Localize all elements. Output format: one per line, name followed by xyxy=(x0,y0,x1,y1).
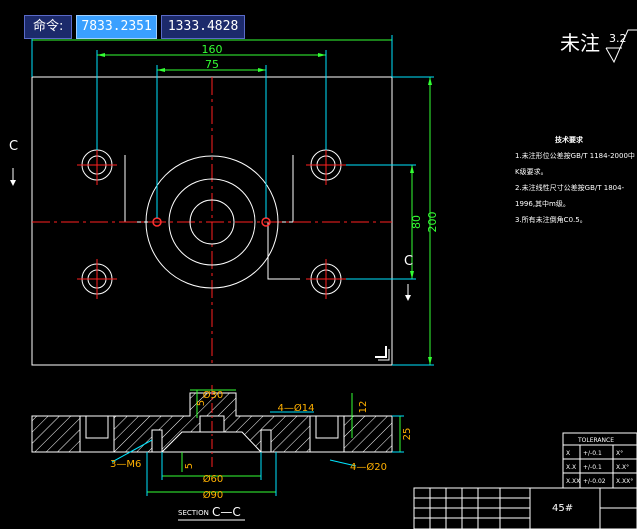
svg-text:X: X xyxy=(566,450,570,457)
notes-title: 技术要求 xyxy=(555,136,583,144)
svg-text:+/-0.1: +/-0.1 xyxy=(583,450,602,457)
boss-outer-circle xyxy=(145,155,279,289)
dim-counterbore-depth: 12 xyxy=(358,401,369,414)
section-dimensions: Ø30 5 4—Ø14 12 25 3—M6 5 Ø60 Ø90 4—Ø20 xyxy=(110,389,413,501)
dim-overall-height: 200 xyxy=(426,212,439,233)
roughness-symbol: 未注 3.2 xyxy=(560,29,637,64)
corner-mark xyxy=(375,346,387,358)
title-block: 45# xyxy=(413,487,637,529)
dim-counterbore: 4—Ø14 xyxy=(278,402,315,414)
section-mark-right: C xyxy=(404,254,413,269)
coord-x-input[interactable]: 7833.2351 xyxy=(76,15,157,39)
svg-text:+/-0.02: +/-0.02 xyxy=(583,478,606,485)
svg-text:X°: X° xyxy=(616,450,623,457)
section-title: C—C xyxy=(212,505,241,519)
roughness-note: 未注 xyxy=(560,31,600,55)
note-item: 1.未注形位公差按GB/T 1184-2000中K级要求。 xyxy=(515,152,635,176)
dim-inner-height: 80 xyxy=(410,215,423,229)
tolerance-table: TOLERANCE X +/-0.1 X° X.X +/-0.1 X.X° X.… xyxy=(562,432,637,489)
roughness-value: 3.2 xyxy=(609,32,627,45)
dim-mid-dia: Ø60 xyxy=(203,473,224,485)
plan-notch-right xyxy=(267,155,300,280)
section-mark-left: C xyxy=(9,139,18,154)
command-bar: 命令: 7833.2351 1333.4828 xyxy=(24,15,246,39)
svg-text:X.XX°: X.XX° xyxy=(616,478,633,485)
section-view xyxy=(31,385,393,470)
command-label: 命令: xyxy=(24,15,73,39)
svg-text:+/-0.1: +/-0.1 xyxy=(583,464,602,471)
boss-mid-circle xyxy=(168,178,256,266)
plan-view xyxy=(31,76,393,366)
plan-notch-left xyxy=(124,155,150,223)
technical-requirements: 技术要求 1.未注形位公差按GB/T 1184-2000中K级要求。 2.未注线… xyxy=(515,132,635,228)
corner-hole-bl xyxy=(77,259,117,299)
corner-hole-tr xyxy=(306,145,346,185)
dim-center-span: 75 xyxy=(205,58,219,71)
section-markers: C C xyxy=(9,139,413,301)
dim-thickness: 25 xyxy=(402,428,413,441)
svg-text:X.XX: X.XX xyxy=(566,478,580,485)
coord-y-input[interactable]: 1333.4828 xyxy=(160,15,246,39)
corner-hole-br xyxy=(306,259,346,299)
dim-base-dia: Ø90 xyxy=(203,489,224,501)
dim-hole-span: 160 xyxy=(202,43,223,56)
note-item: 3.所有未注倒角C0.5。 xyxy=(515,216,587,224)
boss-inner-circle xyxy=(189,199,235,245)
note-item: 2.未注线性尺寸公差按GB/T 1804-1996,其中m级。 xyxy=(515,184,625,208)
svg-text:X.X: X.X xyxy=(566,464,576,471)
dim-through-hole: 4—Ø20 xyxy=(350,461,387,473)
dim-thread: 3—M6 xyxy=(110,459,141,470)
svg-text:X.X°: X.X° xyxy=(616,464,629,471)
material-label: 45# xyxy=(552,503,573,514)
dim-step-depth: 5 xyxy=(184,463,195,469)
tol-header: TOLERANCE xyxy=(577,437,614,444)
plan-dimensions: 200 160 75 80 200 xyxy=(31,28,439,366)
dim-boss-height: 5 xyxy=(196,400,207,406)
dim-boss-dia: Ø30 xyxy=(203,389,224,401)
corner-hole-tl xyxy=(77,145,117,185)
section-title-prefix: SECTION xyxy=(178,509,209,517)
